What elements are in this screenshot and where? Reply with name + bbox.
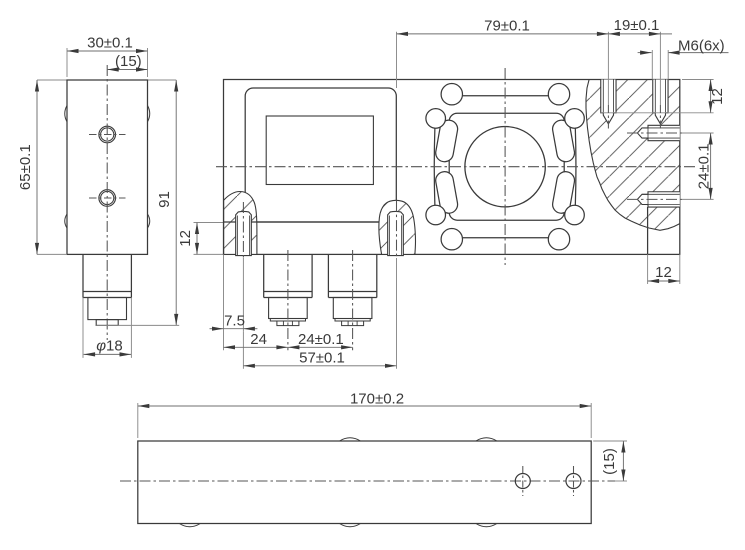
- svg-text:(15): (15): [115, 53, 142, 70]
- svg-text:24±0.1: 24±0.1: [298, 331, 344, 348]
- svg-text:7.5: 7.5: [224, 313, 245, 330]
- svg-text:79±0.1: 79±0.1: [484, 18, 530, 35]
- svg-text:(15): (15): [601, 448, 618, 475]
- svg-text:12: 12: [177, 230, 194, 247]
- svg-text:φ18: φ18: [96, 338, 122, 355]
- svg-text:57±0.1: 57±0.1: [299, 349, 345, 366]
- svg-text:12: 12: [709, 88, 726, 105]
- svg-text:30±0.1: 30±0.1: [87, 35, 133, 52]
- svg-text:24: 24: [250, 331, 267, 348]
- svg-text:19±0.1: 19±0.1: [614, 17, 660, 34]
- svg-text:65±0.1: 65±0.1: [17, 144, 34, 190]
- svg-text:M6(6x): M6(6x): [678, 38, 725, 55]
- svg-text:170±0.2: 170±0.2: [350, 391, 404, 408]
- svg-text:12: 12: [655, 264, 672, 281]
- svg-text:24±0.1: 24±0.1: [696, 144, 713, 190]
- svg-text:91: 91: [156, 191, 173, 208]
